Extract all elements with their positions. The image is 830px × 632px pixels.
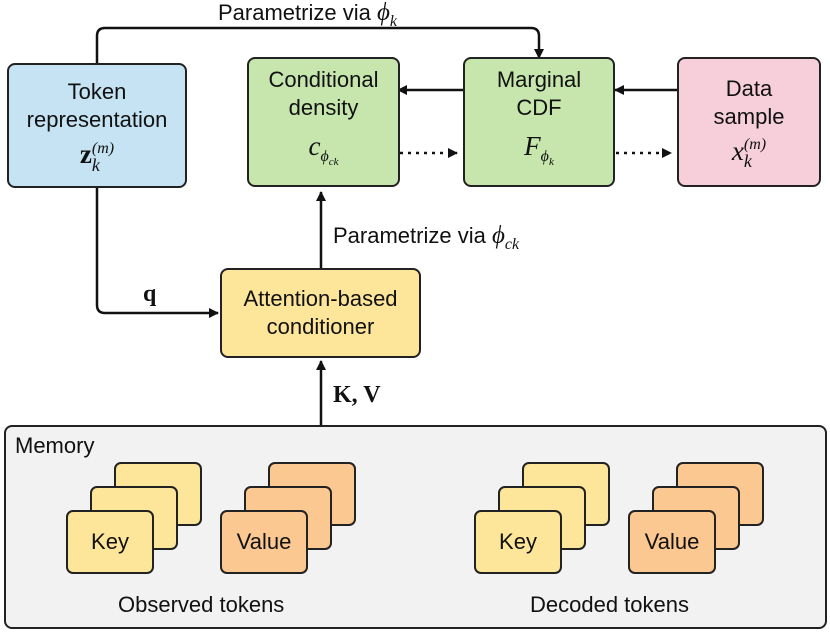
token-symbol: z(m)k bbox=[79, 139, 115, 175]
marginal-label-line1: Marginal bbox=[496, 66, 582, 92]
attention-conditioner-box: Attention-based conditioner bbox=[220, 268, 421, 358]
data-label-line1: Data bbox=[725, 75, 773, 101]
observed-key-card: Key bbox=[66, 510, 154, 574]
kv-label: K, V bbox=[333, 382, 381, 408]
token-label-line1: Token bbox=[67, 79, 127, 105]
mid-edge-label: Parametrize via ϕck bbox=[333, 222, 520, 253]
top-edge-label: Parametrize via ϕk bbox=[218, 0, 398, 30]
edge-token-to-marginal bbox=[95, 26, 544, 63]
memory-title: Memory bbox=[15, 433, 95, 458]
marginal-label-line2: CDF bbox=[516, 94, 562, 120]
data-label-line2: sample bbox=[713, 103, 785, 129]
observed-tokens-label: Observed tokens bbox=[118, 592, 285, 617]
conditional-symbol: cϕck bbox=[308, 130, 339, 169]
observed-value-card: Value bbox=[220, 510, 308, 574]
data-sample-box: Data sample x(m)k bbox=[677, 57, 821, 187]
attention-label-line2: conditioner bbox=[266, 314, 375, 339]
memory-box: Memory Key Value Observed tokens Key Val… bbox=[4, 425, 827, 629]
attention-label-line1: Attention-based bbox=[243, 286, 398, 311]
data-symbol: x(m)k bbox=[731, 135, 767, 172]
conditional-label-line1: Conditional bbox=[268, 66, 379, 92]
decoded-tokens-label: Decoded tokens bbox=[530, 592, 689, 617]
token-label-line2: representation bbox=[26, 107, 168, 133]
decoded-value-card: Value bbox=[628, 510, 716, 574]
conditional-label-line2: density bbox=[288, 94, 359, 120]
conditional-density-box: Conditional density cϕck bbox=[247, 57, 400, 187]
marginal-cdf-box: Marginal CDF Fϕk bbox=[463, 57, 615, 187]
decoded-key-card: Key bbox=[474, 510, 562, 574]
edge-token-to-attention bbox=[95, 188, 219, 318]
q-label: q bbox=[143, 281, 157, 307]
marginal-symbol: Fϕk bbox=[524, 130, 554, 169]
token-representation-box: Token representation z(m)k bbox=[7, 63, 187, 188]
